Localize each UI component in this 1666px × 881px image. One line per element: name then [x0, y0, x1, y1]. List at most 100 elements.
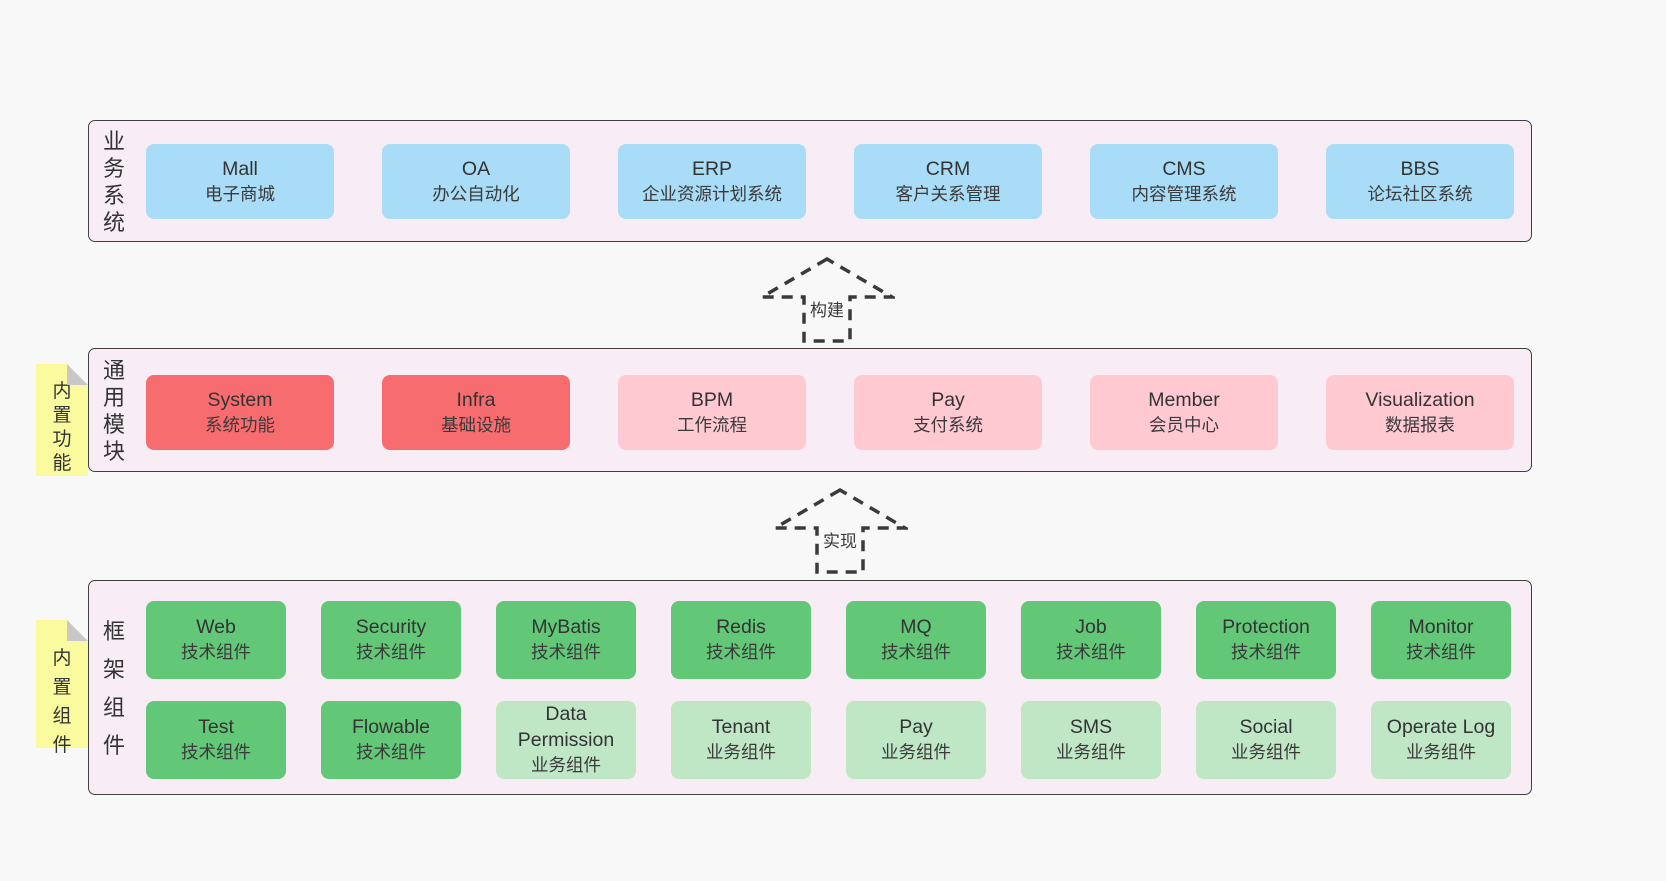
system-box: Mall 电子商城: [146, 144, 334, 219]
component-box-desc: 技术组件: [1231, 642, 1301, 663]
component-box-name: Operate Log: [1386, 716, 1496, 739]
system-box: ERP 企业资源计划系统: [618, 144, 806, 219]
module-box: BPM 工作流程: [618, 375, 806, 450]
system-box: CRM 客户关系管理: [854, 144, 1042, 219]
component-box-name: Redis: [716, 616, 766, 639]
up-arrow-icon: [772, 487, 908, 574]
component-box-desc: 技术组件: [1406, 642, 1476, 663]
system-box-desc: 企业资源计划系统: [642, 183, 782, 204]
implement-arrow: 实现: [772, 487, 908, 575]
component-box-name: Social: [1239, 716, 1293, 739]
component-box-name: MQ: [900, 616, 932, 639]
module-box-desc: 数据报表: [1385, 414, 1455, 435]
system-box-name: Mall: [222, 157, 258, 180]
module-box-desc: 会员中心: [1149, 414, 1219, 435]
component-box: Social 业务组件: [1196, 701, 1336, 779]
module-box-desc: 基础设施: [441, 414, 511, 435]
component-box-name: Pay: [899, 716, 933, 739]
system-box-desc: 办公自动化: [432, 183, 520, 204]
component-box: Protection 技术组件: [1196, 601, 1336, 679]
component-box: Flowable 技术组件: [321, 701, 461, 779]
framework-components-row-2: Test 技术组件 Flowable 技术组件 Data Permission …: [146, 701, 1511, 779]
component-box: Redis 技术组件: [671, 601, 811, 679]
module-box: Visualization 数据报表: [1326, 375, 1514, 450]
component-box: SMS 业务组件: [1021, 701, 1161, 779]
system-box-desc: 电子商城: [205, 183, 275, 204]
module-box-name: System: [207, 388, 273, 411]
system-box: BBS 论坛社区系统: [1326, 144, 1514, 219]
component-box-desc: 业务组件: [881, 742, 951, 763]
system-box-name: CRM: [925, 157, 971, 180]
component-box-desc: 技术组件: [706, 642, 776, 663]
module-box-name: BPM: [690, 388, 734, 411]
component-box: Web 技术组件: [146, 601, 286, 679]
implement-arrow-label: 实现: [821, 527, 859, 552]
component-box: Data Permission 业务组件: [496, 701, 636, 779]
component-box-desc: 业务组件: [531, 755, 601, 776]
module-box: Pay 支付系统: [854, 375, 1042, 450]
builtin-features-sticky-note: 内置功能: [36, 364, 88, 476]
module-box-desc: 支付系统: [913, 414, 983, 435]
component-box-name: Tenant: [711, 716, 771, 739]
system-box-name: ERP: [691, 157, 733, 180]
component-box-name: Web: [196, 616, 236, 639]
band-common-modules: 通用模块 System 系统功能 Infra 基础设施 BPM 工作流程: [88, 348, 1532, 472]
band-framework-components-label: 框架组件: [102, 619, 125, 758]
component-box: Monitor 技术组件: [1371, 601, 1511, 679]
module-box-name: Visualization: [1365, 388, 1475, 411]
component-box: Pay 业务组件: [846, 701, 986, 779]
business-systems-box-row: Mall 电子商城 OA 办公自动化 ERP 企业资源计划系统 CRM 客户关系…: [146, 144, 1514, 219]
system-box-desc: 论坛社区系统: [1367, 183, 1473, 204]
system-box: OA 办公自动化: [382, 144, 570, 219]
build-arrow: 构建: [759, 256, 895, 344]
common-modules-box-row: System 系统功能 Infra 基础设施 BPM 工作流程 Pay 支付系统: [146, 375, 1514, 450]
component-box-desc: 业务组件: [1056, 742, 1126, 763]
module-box-desc: 工作流程: [677, 414, 747, 435]
component-box-name: Protection: [1222, 616, 1310, 639]
component-box: Security 技术组件: [321, 601, 461, 679]
component-box-desc: 技术组件: [1056, 642, 1126, 663]
builtin-components-sticky-label: 内置组件: [52, 648, 72, 756]
system-box: CMS 内容管理系统: [1090, 144, 1278, 219]
component-box-name: Test: [198, 716, 234, 739]
component-box: Operate Log 业务组件: [1371, 701, 1511, 779]
component-box-desc: 业务组件: [1406, 742, 1476, 763]
sticky-fold-icon: [67, 364, 88, 385]
component-box-desc: 技术组件: [181, 642, 251, 663]
system-box-name: OA: [461, 157, 491, 180]
component-box-name: Monitor: [1408, 616, 1474, 639]
module-box: Member 会员中心: [1090, 375, 1278, 450]
component-box-name: MyBatis: [531, 616, 601, 639]
module-box: System 系统功能: [146, 375, 334, 450]
system-box-desc: 内容管理系统: [1131, 183, 1237, 204]
component-box-name: SMS: [1069, 716, 1113, 739]
band-framework-components: 框架组件 Web 技术组件 Security 技术组件 MyBatis 技术组件: [88, 580, 1532, 795]
component-box-desc: 技术组件: [181, 742, 251, 763]
module-box-name: Infra: [456, 388, 496, 411]
system-box-name: BBS: [1400, 157, 1440, 180]
band-business-systems: 业务系统 Mall 电子商城 OA 办公自动化 ERP 企业资源计划系统: [88, 120, 1532, 242]
system-box-name: CMS: [1162, 157, 1206, 180]
component-box-name: Flowable: [351, 716, 431, 739]
component-box-desc: 业务组件: [706, 742, 776, 763]
module-box: Infra 基础设施: [382, 375, 570, 450]
band-business-systems-label: 业务系统: [102, 129, 125, 235]
component-box-name: Security: [355, 616, 427, 639]
builtin-features-sticky-label: 内置功能: [52, 381, 72, 474]
component-box-name: Data Permission: [517, 703, 615, 751]
component-box: Tenant 业务组件: [671, 701, 811, 779]
sticky-fold-icon: [67, 620, 88, 641]
framework-components-row-1: Web 技术组件 Security 技术组件 MyBatis 技术组件 Redi…: [146, 601, 1511, 679]
module-box-name: Pay: [931, 388, 965, 411]
module-box-name: Member: [1148, 388, 1220, 411]
component-box: MyBatis 技术组件: [496, 601, 636, 679]
component-box: Test 技术组件: [146, 701, 286, 779]
builtin-components-sticky-note: 内置组件: [36, 620, 88, 756]
component-box: Job 技术组件: [1021, 601, 1161, 679]
up-arrow-icon: [759, 256, 895, 343]
component-box-desc: 技术组件: [881, 642, 951, 663]
system-box-desc: 客户关系管理: [895, 183, 1001, 204]
component-box-name: Job: [1075, 616, 1107, 639]
band-common-modules-label: 通用模块: [102, 358, 125, 464]
